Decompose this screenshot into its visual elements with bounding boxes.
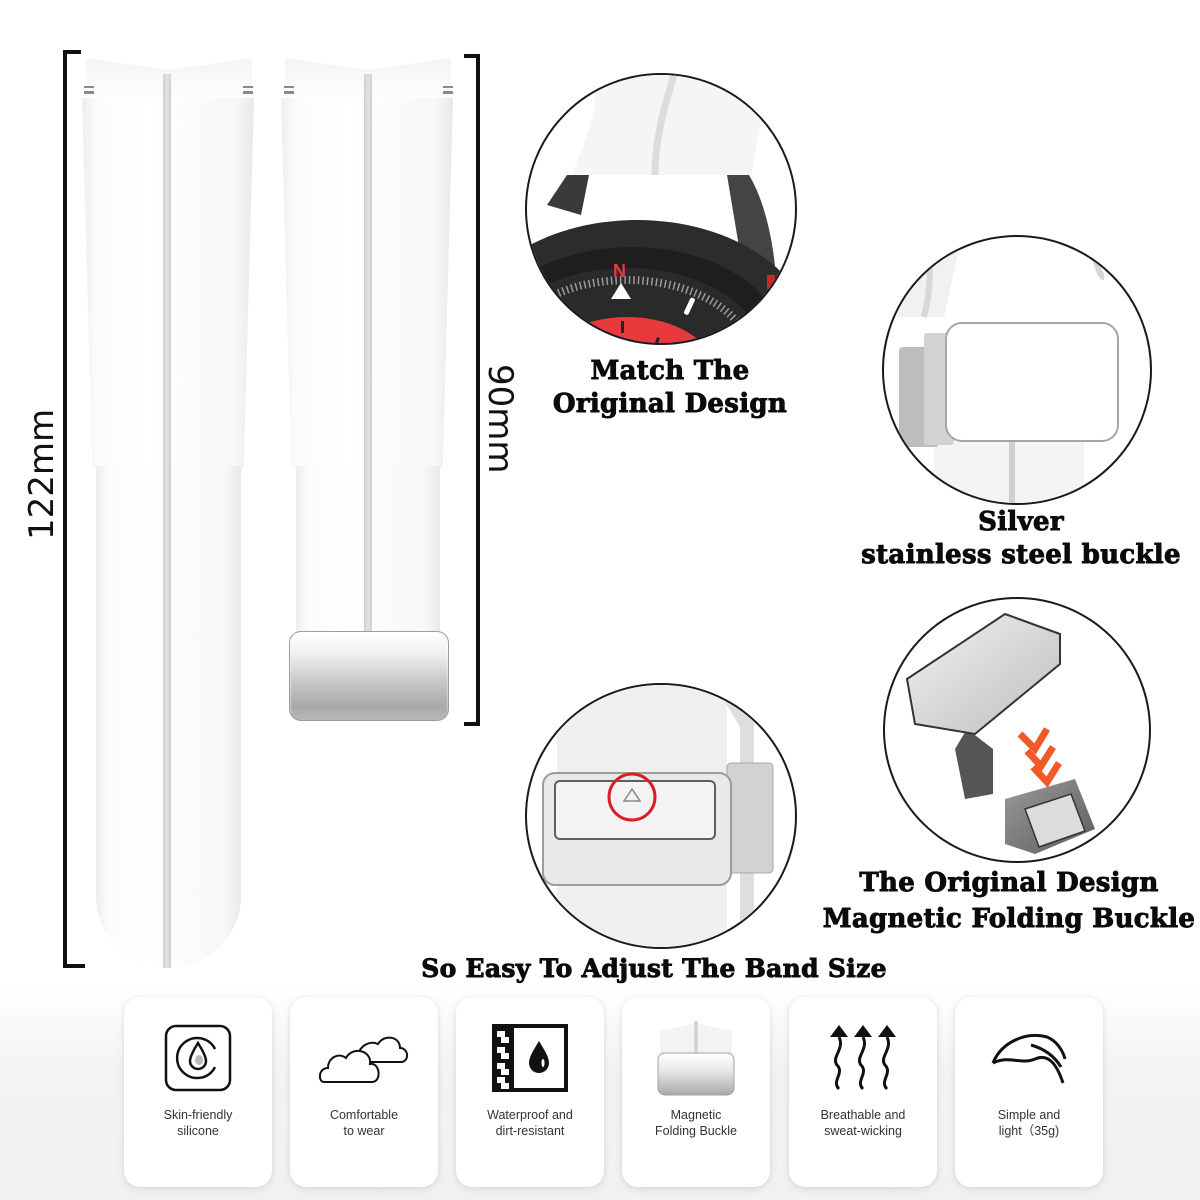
compass-north-label: N bbox=[613, 261, 626, 281]
magnetic-buckle-icon bbox=[622, 1019, 770, 1097]
dimension-label-122mm: 122mm bbox=[22, 408, 62, 540]
headline-adjust-band-size: So Easy To Adjust The Band Size bbox=[421, 954, 887, 984]
orange-arrow-chevron bbox=[1017, 727, 1051, 755]
magnetic-buckle-parts-illustration bbox=[905, 612, 1095, 854]
magnetic-buckle bbox=[289, 631, 449, 721]
watch-illustration: N bbox=[527, 75, 795, 343]
north-triangle-marker bbox=[611, 283, 631, 299]
silver-buckle-illustration bbox=[894, 237, 1119, 503]
buckle-strap-groove bbox=[364, 74, 372, 664]
water-drop-badge-icon bbox=[124, 1019, 272, 1097]
highlight-circle bbox=[607, 772, 657, 822]
breathable-arrows-icon bbox=[789, 1019, 937, 1097]
spring-bar-pin-right bbox=[243, 86, 253, 94]
spring-bar-pin-left bbox=[84, 86, 94, 94]
dimension-label-90mm: 90mm bbox=[480, 364, 520, 474]
clouds-icon bbox=[290, 1019, 438, 1097]
watch-closeup-image: N bbox=[525, 73, 797, 345]
buckle-closeup-illustration bbox=[542, 685, 774, 947]
magnetic-buckle-parts-image bbox=[883, 597, 1151, 863]
caption-silver-buckle: Silver stainless steel buckle bbox=[861, 507, 1181, 571]
triangle-marker-icon bbox=[622, 787, 642, 802]
waterproof-panel-icon bbox=[456, 1019, 604, 1097]
silver-buckle-closeup-image bbox=[882, 235, 1152, 505]
spring-bar-pin-left bbox=[284, 86, 294, 94]
caption-magnetic-folding-buckle: The Original Design Magnetic Folding Buc… bbox=[822, 868, 1196, 935]
buckle-closeup-image bbox=[525, 683, 797, 949]
leaf-icon bbox=[955, 1019, 1103, 1097]
caption-match-original-design: Match The Original Design bbox=[552, 356, 788, 420]
spring-bar-pin-right bbox=[443, 86, 453, 94]
long-strap-groove bbox=[163, 74, 171, 968]
